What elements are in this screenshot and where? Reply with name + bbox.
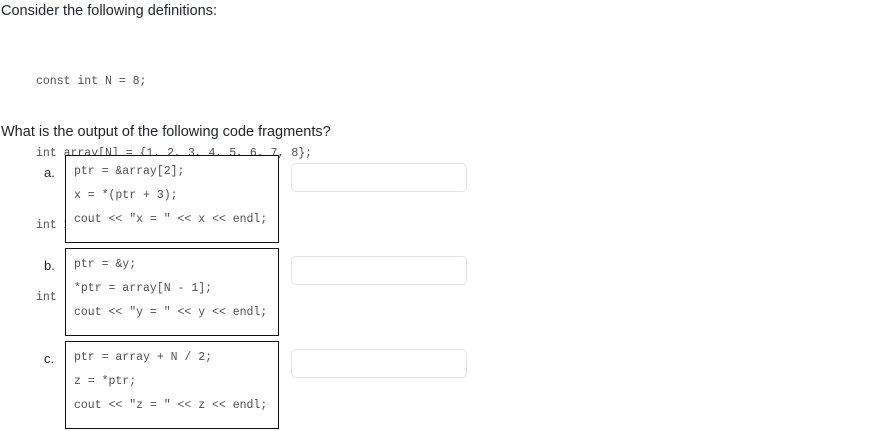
definitions-heading: Consider the following definitions: <box>1 3 218 19</box>
code-line: cout << "z = " << z << endl; <box>74 399 268 412</box>
code-line: cout << "y = " << y << endl; <box>74 306 268 319</box>
answer-input-b[interactable] <box>291 256 467 285</box>
code-line: *ptr = array[N - 1]; <box>74 282 213 295</box>
fragment-label-a: a. <box>44 165 55 180</box>
code-fragment-box-a: ptr = &array[2]; x = *(ptr + 3); cout <<… <box>65 155 279 243</box>
fragment-label-b: b. <box>44 258 55 273</box>
code-line: ptr = array + N / 2; <box>74 351 213 364</box>
answer-input-c[interactable] <box>291 349 467 378</box>
answer-input-a[interactable] <box>291 163 467 192</box>
code-line: ptr = &array[2]; <box>74 165 185 178</box>
code-line: z = *ptr; <box>74 375 137 388</box>
code-line: ptr = &y; <box>74 258 137 271</box>
fragment-label-c: c. <box>44 351 55 366</box>
definition-line: const int N = 8; <box>36 75 147 88</box>
code-line: x = *(ptr + 3); <box>74 189 178 202</box>
code-fragment-box-b: ptr = &y; *ptr = array[N - 1]; cout << "… <box>65 248 279 336</box>
code-line: cout << "x = " << x << endl; <box>74 213 268 226</box>
fragment-row-a: a. ptr = &array[2]; x = *(ptr + 3); cout… <box>0 155 889 245</box>
code-fragment-box-c: ptr = array + N / 2; z = *ptr; cout << "… <box>65 341 279 429</box>
fragment-row-b: b. ptr = &y; *ptr = array[N - 1]; cout <… <box>0 248 889 338</box>
fragment-row-c: c. ptr = array + N / 2; z = *ptr; cout <… <box>0 341 889 431</box>
question-heading: What is the output of the following code… <box>1 124 331 140</box>
